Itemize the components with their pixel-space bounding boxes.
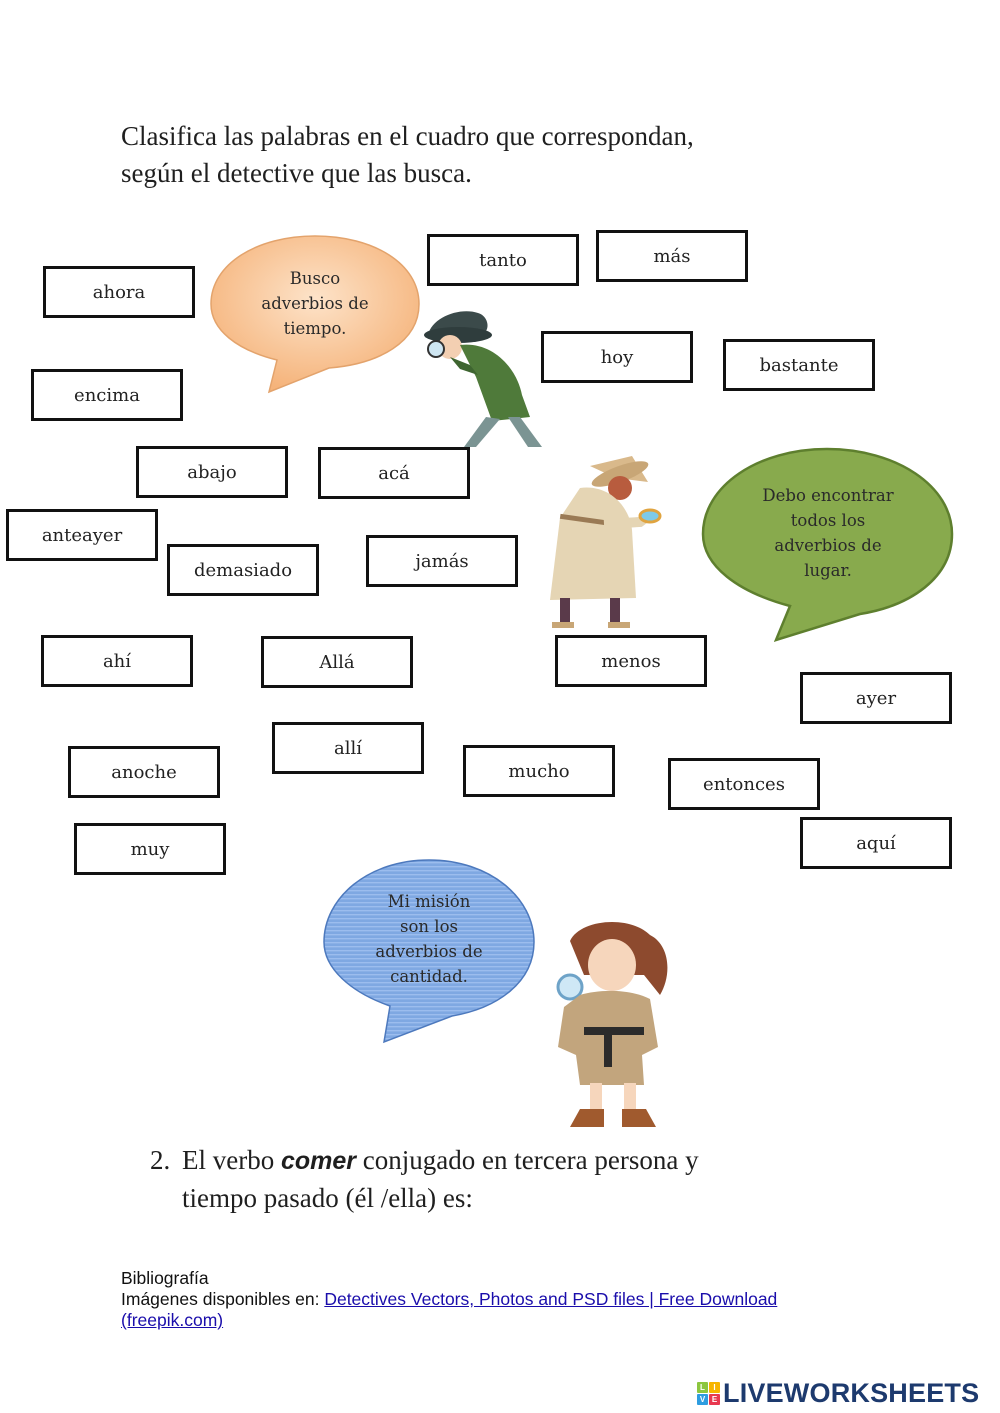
word-card[interactable]: allí [272,722,424,774]
word-card[interactable]: encima [31,369,183,421]
detective-green-coat-illustration [420,305,550,450]
bubble-line: lugar. [804,561,852,580]
question-text: conjugado en tercera persona y [356,1145,699,1175]
instructions: Clasifica las palabras en el cuadro que … [121,118,881,192]
word-card[interactable]: más [596,230,748,282]
bubble-line: todos los [790,511,866,530]
word-card[interactable]: ahí [41,635,193,687]
question-text: El verbo [182,1145,281,1175]
bubble-line: Busco [289,269,341,288]
bubble-line: adverbios de [774,536,882,555]
question-emphasis: comer [280,1147,357,1175]
word-card[interactable]: aquí [800,817,952,869]
speech-bubble-shape-icon [701,447,954,642]
speech-bubble-tiempo: Busco adverbios de tiempo. [209,234,421,396]
word-card[interactable]: acá [318,447,470,499]
freepik-link[interactable]: Detectives Vectors, Photos and PSD files… [324,1289,778,1309]
word-card[interactable]: bastante [723,339,875,391]
word-card[interactable]: anteayer [6,509,158,561]
word-card[interactable]: jamás [366,535,518,587]
bibliography-title: Bibliografía [121,1268,209,1288]
tile-i: I [709,1382,720,1393]
bubble-line: Debo encontrar [762,486,894,505]
liveworksheets-logo: L I V E LIVEWORKSHEETS [697,1378,979,1409]
word-card[interactable]: ahora [43,266,195,318]
detective-beige-coat-illustration [540,448,670,630]
bibliography-prefix: Imágenes disponibles en: [121,1289,325,1309]
word-card[interactable]: tanto [427,234,579,286]
bubble-line: son los [400,917,458,936]
word-card[interactable]: entonces [668,758,820,810]
question-line-1: El verbo comer conjugado en tercera pers… [182,1142,850,1180]
word-card[interactable]: ayer [800,672,952,724]
bubble-line: tiempo. [283,319,347,338]
word-card[interactable]: muy [74,823,226,875]
brand-name: LIVEWORKSHEETS [723,1378,980,1408]
question-line-2: tiempo pasado (él /ella) es: [182,1183,473,1213]
word-card[interactable]: anoche [68,746,220,798]
speech-bubble-cantidad: Mi misión son los adverbios de cantidad. [322,858,536,1044]
tile-v: V [697,1394,708,1405]
word-card[interactable]: mucho [463,745,615,797]
question-2: 2. El verbo comer conjugado en tercera p… [150,1142,850,1217]
word-card[interactable]: Allá [261,636,413,688]
bubble-line: adverbios de [261,294,369,313]
tile-l: L [697,1382,708,1393]
word-card[interactable]: menos [555,635,707,687]
tile-e: E [709,1394,720,1405]
bubble-line: cantidad. [390,967,468,986]
detective-girl-illustration [540,915,680,1135]
live-tiles-icon: L I V E [697,1382,720,1405]
bubble-line: Mi misión [387,892,471,911]
word-card[interactable]: demasiado [167,544,319,596]
bibliography: Bibliografía Imágenes disponibles en: De… [121,1268,881,1331]
speech-bubble-shape-icon [210,235,420,394]
speech-bubble-lugar: Debo encontrar todos los adverbios de lu… [700,446,956,642]
instructions-line-1: Clasifica las palabras en el cuadro que … [121,121,694,151]
word-card[interactable]: abajo [136,446,288,498]
speech-bubble-shape-icon [323,859,535,1044]
question-number: 2. [150,1145,171,1175]
freepik-link-domain[interactable]: (freepik.com) [121,1310,224,1330]
word-card[interactable]: hoy [541,331,693,383]
instructions-line-2: según el detective que las busca. [121,158,472,188]
bubble-line: adverbios de [375,942,483,961]
